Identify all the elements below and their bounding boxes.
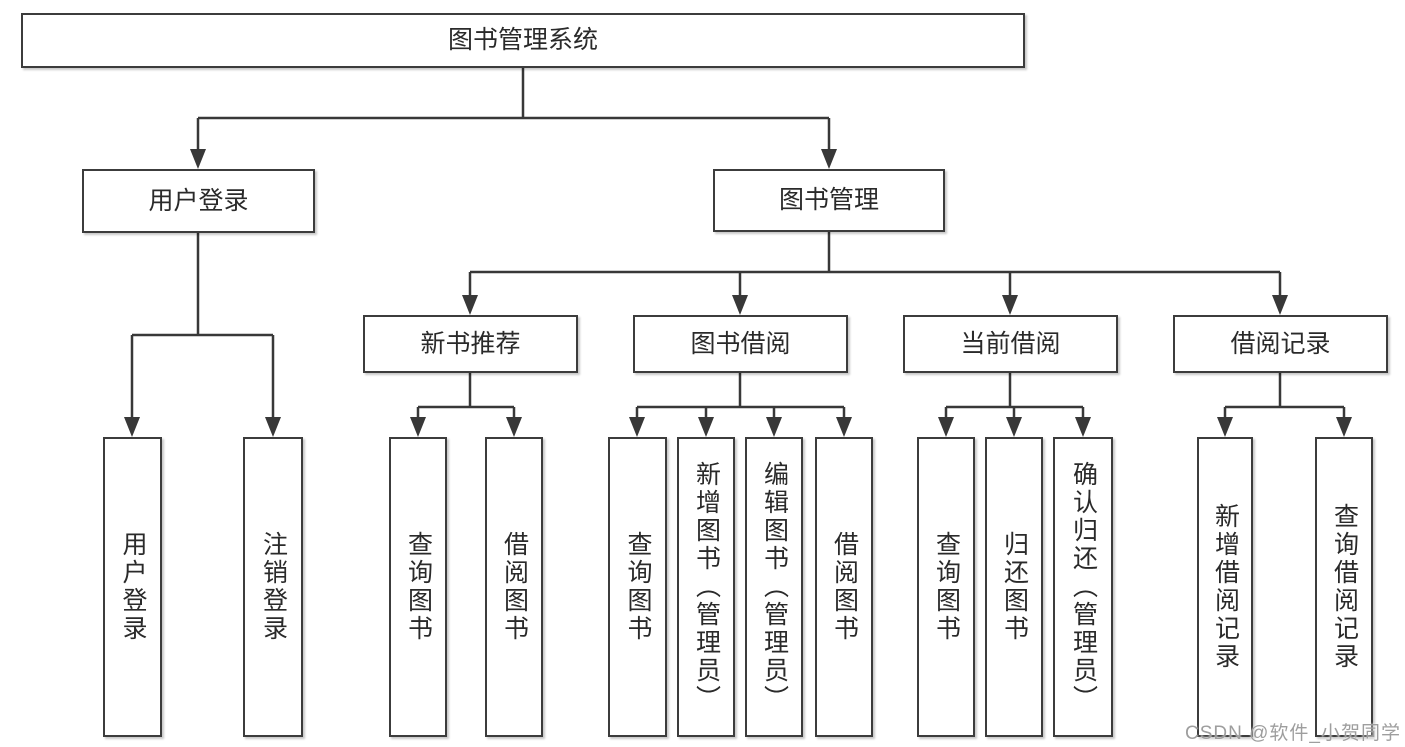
leaf-borrow-books-borrowing: 借阅图书 — [815, 437, 873, 737]
leaf-edit-books-admin: 编辑图书（管理员） — [745, 437, 803, 737]
leaf-query-books-current: 查询图书 — [917, 437, 975, 737]
node-book-borrowing: 图书借阅 — [633, 315, 848, 373]
leaf-query-books-recommend: 查询图书 — [389, 437, 447, 737]
leaf-user-login: 用户登录 — [103, 437, 162, 737]
leaf-query-books-borrowing: 查询图书 — [608, 437, 667, 737]
arrowheads — [124, 149, 1352, 437]
leaf-confirm-return-admin: 确认归还（管理员） — [1053, 437, 1113, 737]
leaf-logout: 注销登录 — [243, 437, 303, 737]
leaf-query-borrow-record: 查询借阅记录 — [1315, 437, 1373, 737]
node-current-borrowing: 当前借阅 — [903, 315, 1118, 373]
leaf-return-books: 归还图书 — [985, 437, 1043, 737]
leaf-borrow-books-recommend: 借阅图书 — [485, 437, 543, 737]
node-book-management: 图书管理 — [713, 169, 945, 232]
csdn-watermark: CSDN @软件_小贺同学 — [1185, 723, 1401, 744]
node-new-book-recommend: 新书推荐 — [363, 315, 578, 373]
node-user-login-branch: 用户登录 — [82, 169, 315, 233]
leaf-add-books-admin: 新增图书（管理员） — [677, 437, 735, 737]
node-library-management-system: 图书管理系统 — [21, 13, 1025, 68]
leaf-add-borrow-record: 新增借阅记录 — [1197, 437, 1253, 737]
node-borrowing-records: 借阅记录 — [1173, 315, 1388, 373]
